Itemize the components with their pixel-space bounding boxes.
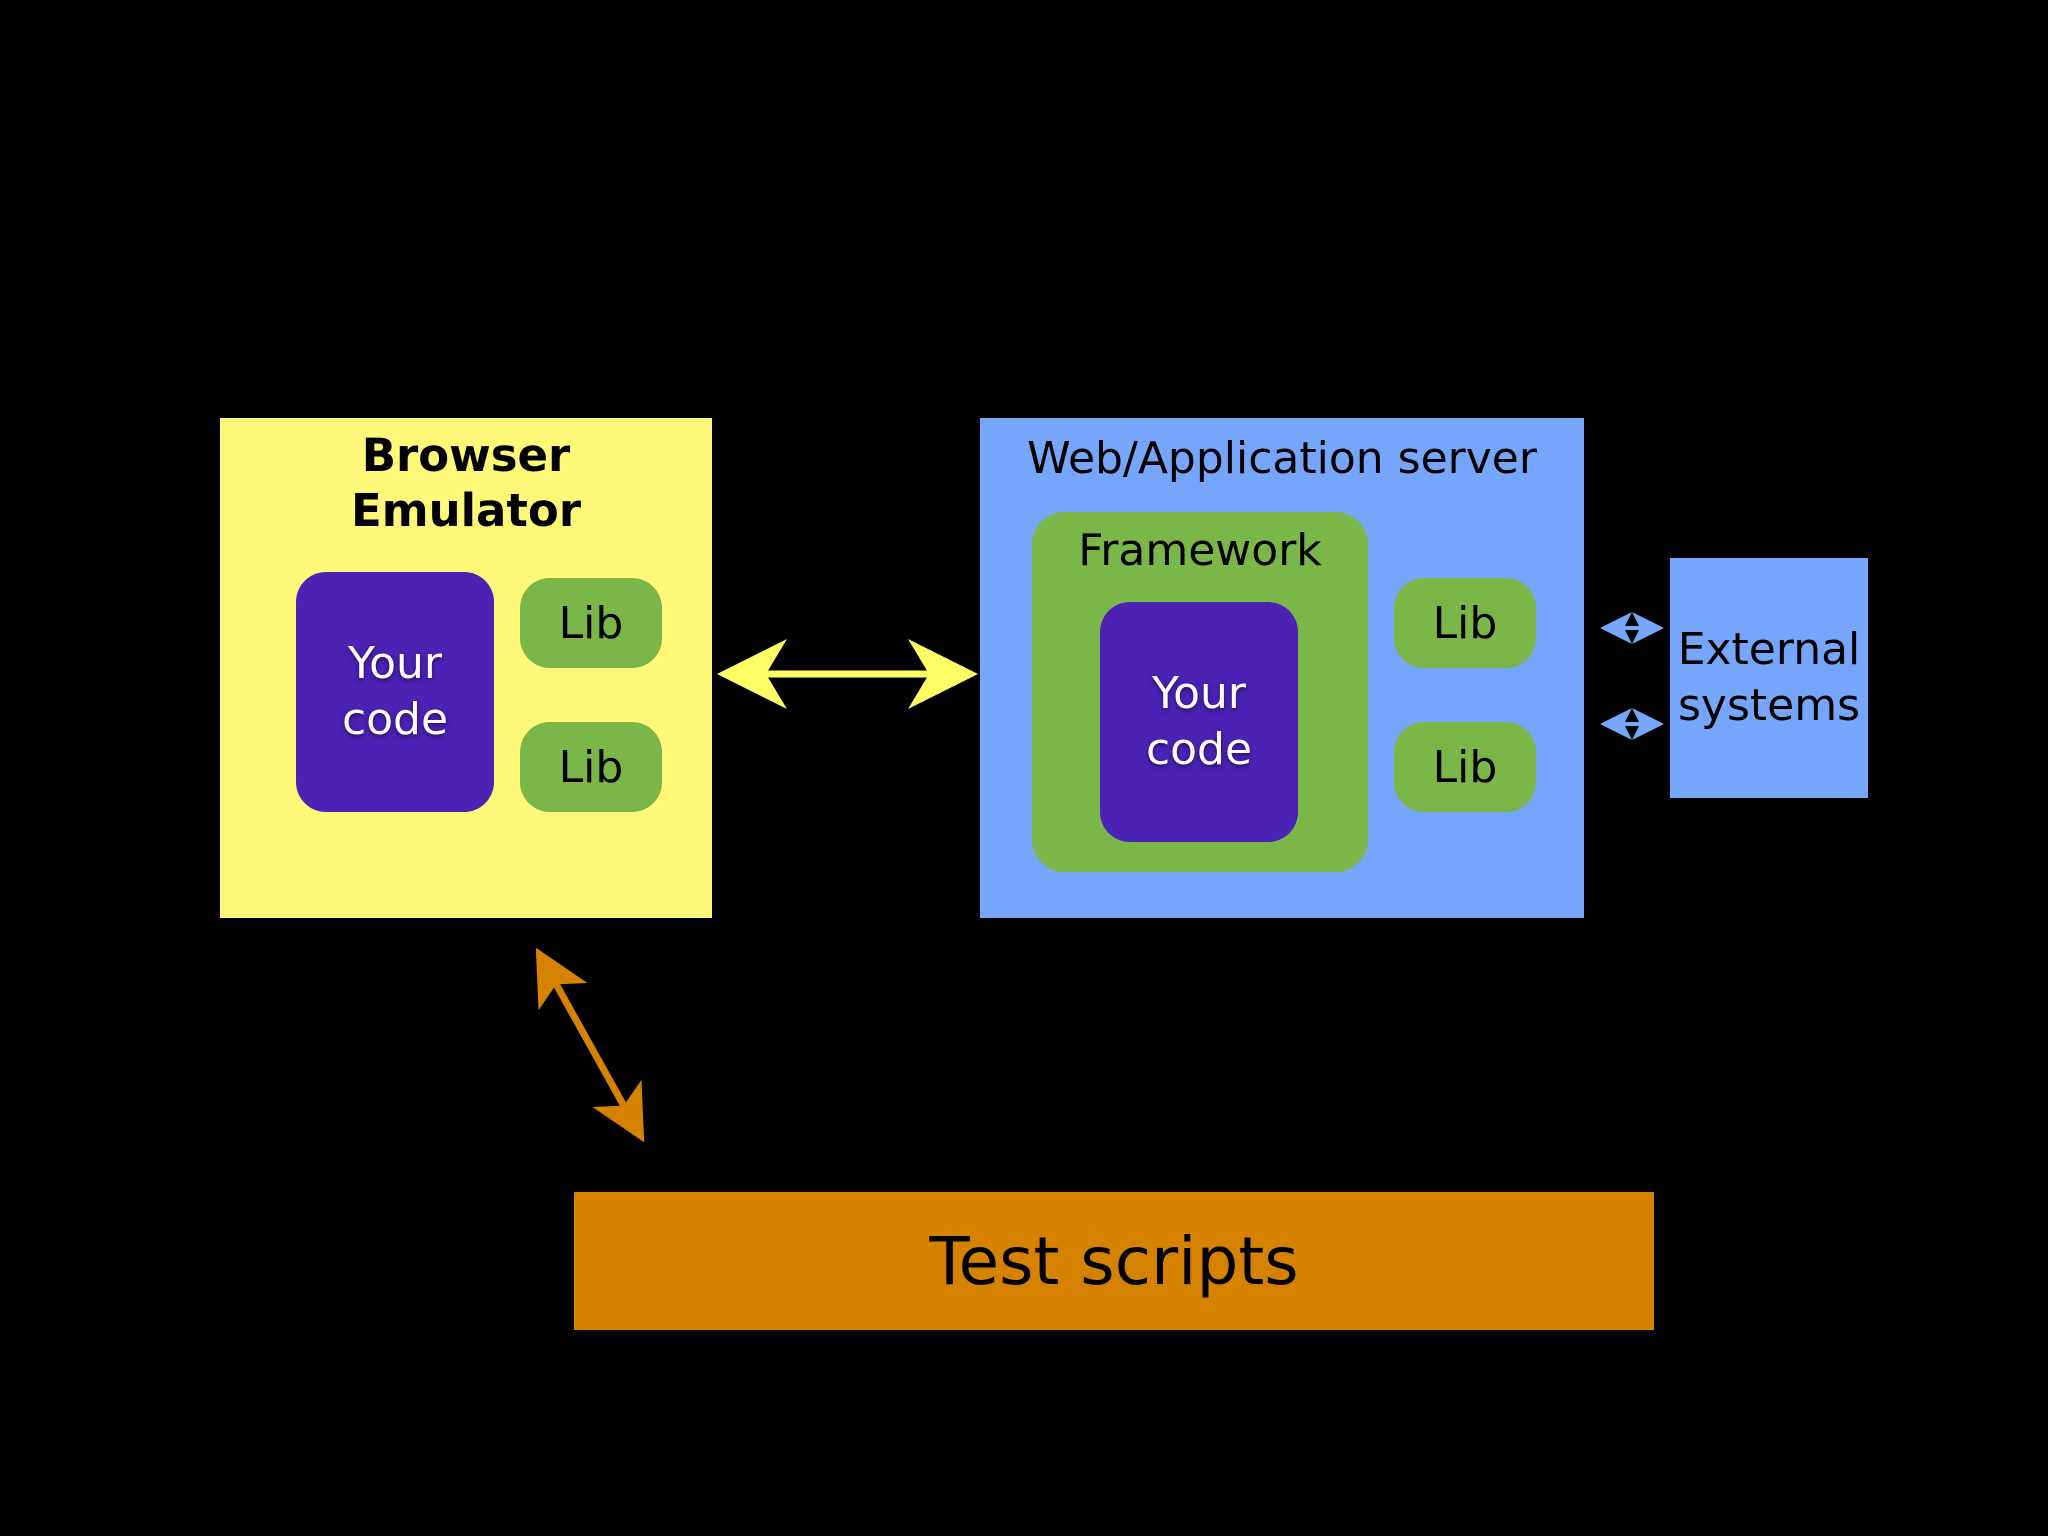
server-your-code-block: Your code [1100, 602, 1298, 842]
framework-title: Framework [1078, 525, 1322, 576]
server-code-line2: code [1145, 724, 1253, 775]
browser-title-line1: Browser [361, 429, 571, 482]
test-scripts-bar: Test scripts [574, 1192, 1654, 1330]
server-lib-bottom: Lib [1394, 722, 1536, 812]
browser-test-arrow [535, 947, 645, 1143]
browser-lib-top: Lib [520, 578, 662, 668]
browser-title-line2: Emulator [350, 484, 582, 537]
browser-lib-bottom: Lib [520, 722, 662, 812]
server-code-line1: Your [1152, 668, 1246, 719]
browser-your-code-block: Your code [296, 572, 494, 812]
browser-code-line2: code [341, 694, 449, 745]
server-lib-top: Lib [1394, 578, 1536, 668]
external-line2: systems [1678, 680, 1860, 731]
external-systems-box: External systems [1670, 558, 1868, 798]
browser-code-line1: Your [348, 638, 442, 689]
browser-emulator-title: Browser Emulator [220, 428, 712, 538]
server-title: Web/Application server [1027, 433, 1537, 484]
external-line1: External [1677, 624, 1861, 675]
